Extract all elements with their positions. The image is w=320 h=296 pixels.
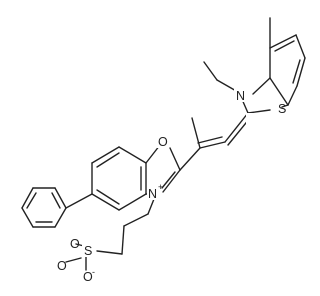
benzothiazole-ring — [240, 17, 306, 114]
phenyl-ring — [21, 187, 67, 228]
atom-nitrogen-thiazole: N — [236, 89, 245, 103]
charge-n-plus: + — [158, 182, 163, 192]
molecule-diagram: O S N N + S O O - O — [21, 17, 306, 284]
atom-sulfur-thiazole: S — [278, 102, 286, 116]
charge-o-minus: - — [92, 267, 95, 277]
atom-oxygen-sulfonate-3: O — [57, 259, 67, 273]
methine-bridge — [179, 112, 251, 171]
atom-sulfur-sulfonate: S — [84, 244, 92, 258]
benzoxazole-benzene-ring — [91, 146, 147, 211]
atom-oxygen-ring: O — [158, 135, 168, 149]
atom-oxygen-sulfonate-1: O — [70, 237, 80, 251]
ethyl-group — [203, 61, 239, 93]
atom-nitrogen-oxazole: N — [148, 187, 157, 201]
atom-oxygen-sulfonate-2: O — [83, 270, 93, 284]
oxazole-ring — [145, 144, 181, 195]
phenyl-link-bond — [65, 193, 93, 209]
